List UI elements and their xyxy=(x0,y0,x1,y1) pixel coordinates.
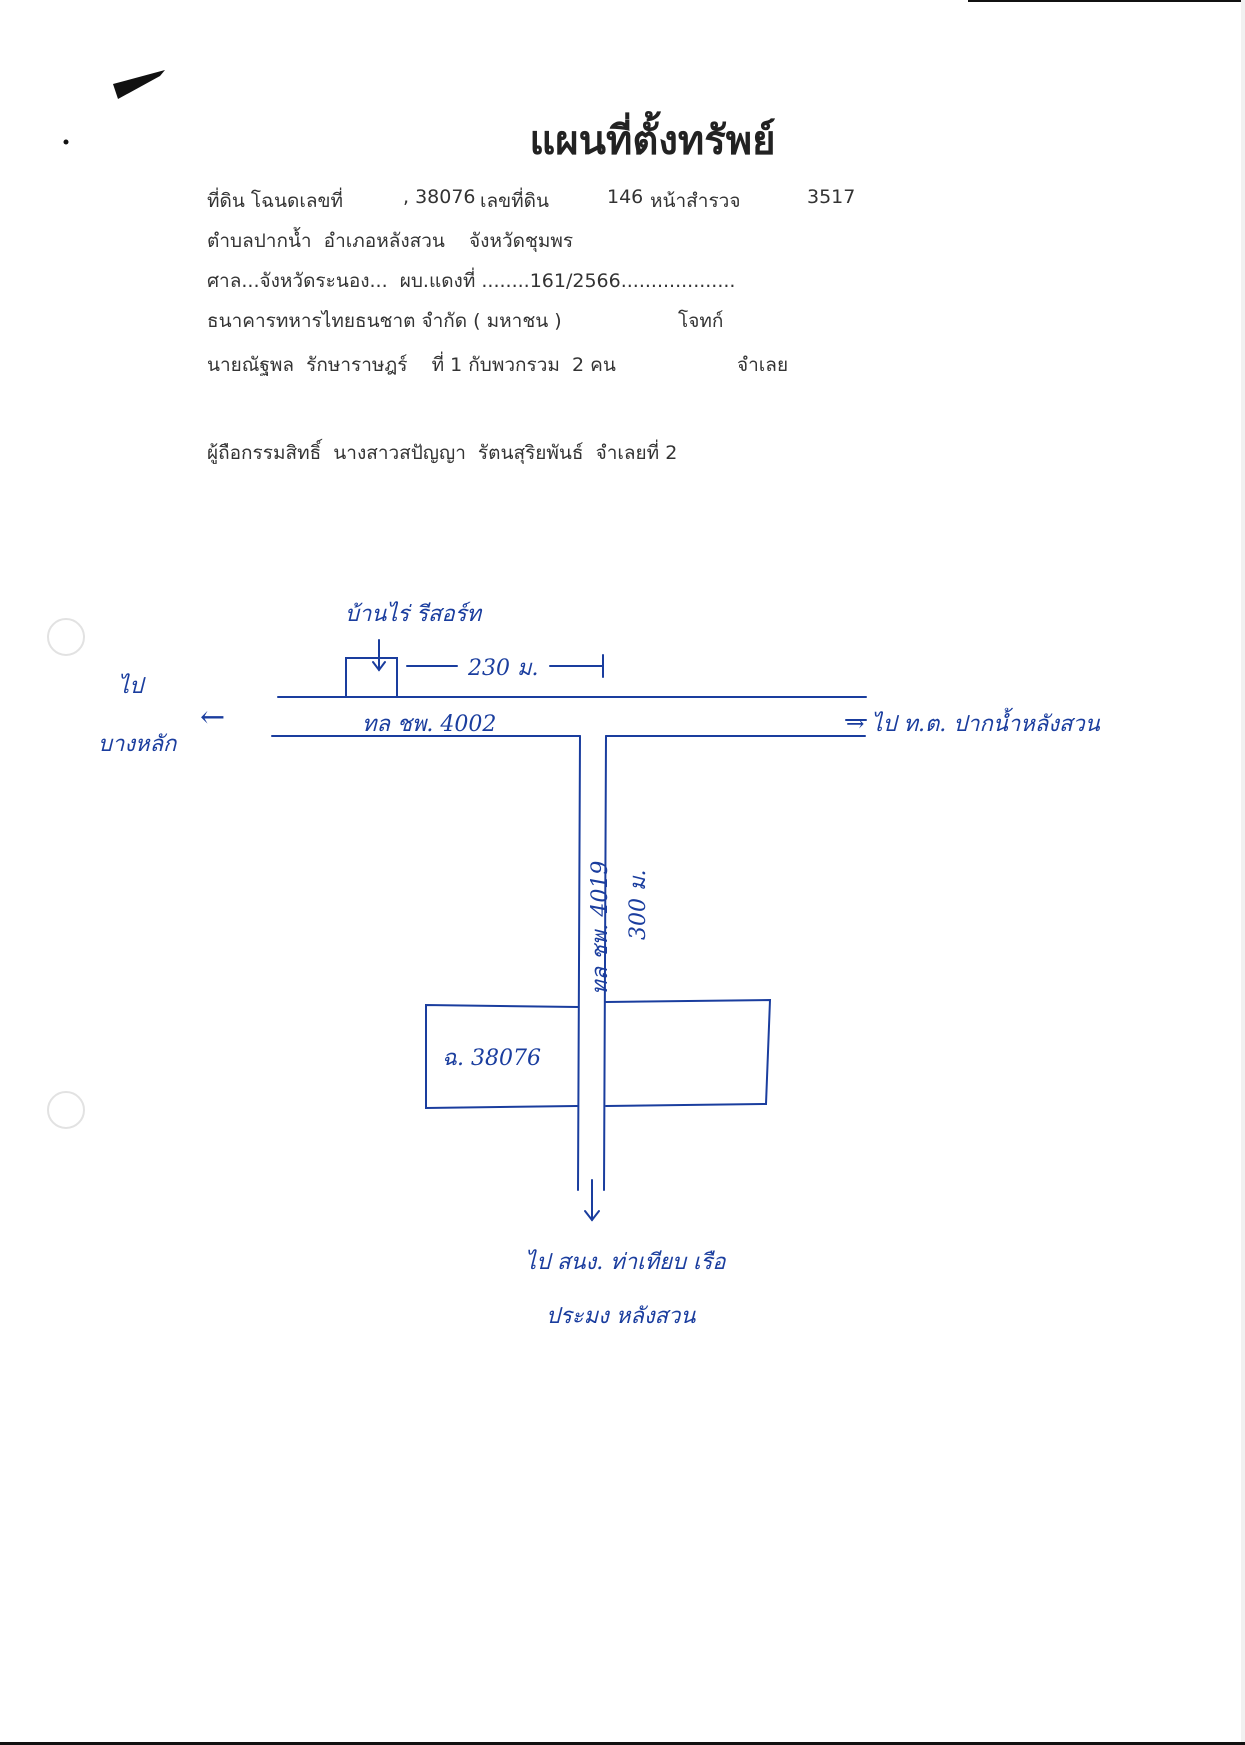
road-side-right-edge xyxy=(603,735,607,1191)
parcel-right-outline xyxy=(605,998,772,1107)
left-destination-line1: ไป xyxy=(118,674,144,699)
bottom-destination-line2: ประมง หลังสวน xyxy=(546,1304,696,1329)
survey-label: หน้าสำรวจ xyxy=(650,190,741,212)
plaintiff-role: โจทก์ xyxy=(678,310,724,332)
right-destination-label: → ไป ท.ต. ปากน้ำหลังสวน xyxy=(846,712,1100,737)
punch-hole-top xyxy=(47,618,85,656)
survey-no: 3517 xyxy=(807,186,856,208)
parcel-left-outline xyxy=(425,1003,579,1110)
landmark-box xyxy=(345,657,398,698)
scan-mark-triangle xyxy=(113,70,165,99)
bottom-destination-line1: ไป สนง. ท่าเทียบ เรือ xyxy=(525,1250,726,1275)
land-no: 146 xyxy=(607,186,644,208)
plaintiff-name: ธนาคารทหารไทยธนชาต จำกัด ( มหาชน ) xyxy=(207,310,562,332)
landmark-label: บ้านไร่ รีสอร์ท xyxy=(345,602,482,627)
deed-label: ที่ดิน โฉนดเลขที่ xyxy=(207,190,344,212)
scan-mark-dot xyxy=(63,139,69,145)
distance-side-label: 300 ม. xyxy=(626,869,651,940)
road-side-label: ทล ชพ. 4019 xyxy=(588,860,613,995)
parcel-label: ฉ. 38076 xyxy=(442,1046,541,1071)
punch-hole-bottom xyxy=(47,1091,85,1129)
location-line: ตำบลปากน้ำ อำเภอหลังสวน จังหวัดชุมพร xyxy=(207,230,574,252)
landmark-arrow-head xyxy=(372,661,386,672)
distance-main-label: 230 ม. xyxy=(468,656,539,681)
deed-number: , 38076 xyxy=(403,186,476,208)
road-side-left-edge xyxy=(577,735,581,1191)
scan-edge-right xyxy=(1241,0,1245,1745)
scan-edge-top xyxy=(968,0,1245,2)
page-title: แผนที่ตั้งทรัพย์ xyxy=(529,118,776,164)
defendant-role: จำเลย xyxy=(737,354,789,376)
road-main-label: ทล ชพ. 4002 xyxy=(362,712,497,737)
owner-line: ผู้ถือกรรมสิทธิ์ นางสาวสปัญญา รัตนสุริยพ… xyxy=(207,442,678,464)
land-no-label: เลขที่ดิน xyxy=(480,190,549,212)
defendant-name: นายณัฐพล รักษาราษฎร์ ที่ 1 กับพวกรวม 2 ค… xyxy=(207,354,616,376)
west-arrow-glyph: ← xyxy=(200,700,226,735)
south-arrow-head xyxy=(584,1210,600,1222)
court-line: ศาล...จังหวัดระนอง... ผบ.แดงที่ ........… xyxy=(207,270,736,292)
left-destination-line2: บางหลัก xyxy=(98,732,177,757)
scan-edge-bottom xyxy=(0,1742,1245,1745)
